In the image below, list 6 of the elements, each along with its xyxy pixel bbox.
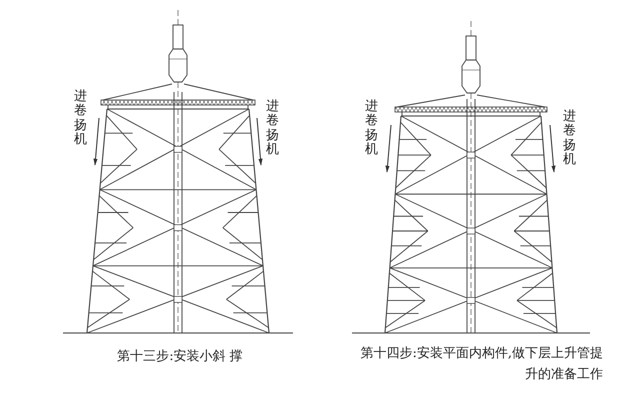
step-caption: 第十四步:安装平面内构件,做下层上升管提升的准备工作 (359, 345, 603, 384)
step-caption: 第十三步:安装小斜 撑 (116, 348, 244, 366)
winch-label: 进卷扬机 (563, 110, 576, 168)
winch-label: 进卷扬机 (365, 100, 378, 158)
winch-label: 进卷扬机 (266, 100, 279, 158)
winch-label: 进卷扬机 (74, 90, 87, 148)
